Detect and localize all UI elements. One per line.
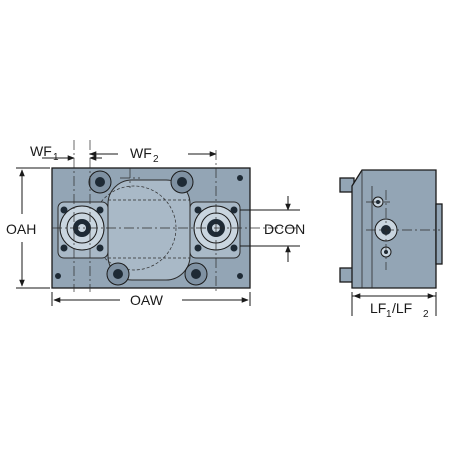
dimension-oaw: OAW	[51, 292, 251, 308]
dimension-lf: LF 1 /LF 2	[351, 292, 437, 320]
dimension-wf1: WF 1	[30, 143, 102, 163]
oaw-label: OAW	[130, 292, 164, 308]
top-right-bolt	[170, 170, 194, 194]
lf2-subscript: 2	[423, 309, 429, 320]
wf2-label: WF	[130, 145, 152, 161]
bottom-right-bolt	[184, 262, 208, 286]
side-flange	[435, 203, 443, 265]
oah-label: OAH	[6, 221, 36, 237]
side-view	[339, 169, 443, 289]
dcon-label: DCON	[264, 221, 305, 237]
lf1-subscript: 1	[386, 309, 392, 320]
dimension-oah: OAH	[6, 167, 50, 289]
lf-separator: /LF	[392, 300, 412, 316]
wf1-label: WF	[30, 143, 52, 159]
wf1-subscript: 1	[53, 152, 59, 163]
bottom-left-bolt	[106, 262, 130, 286]
wf2-subscript: 2	[153, 154, 159, 165]
lf1-label: LF	[370, 300, 386, 316]
dimension-dcon: DCON	[240, 196, 305, 262]
dimension-wf2: WF 2	[89, 145, 217, 165]
top-left-bolt	[88, 170, 112, 194]
front-view	[51, 140, 300, 292]
